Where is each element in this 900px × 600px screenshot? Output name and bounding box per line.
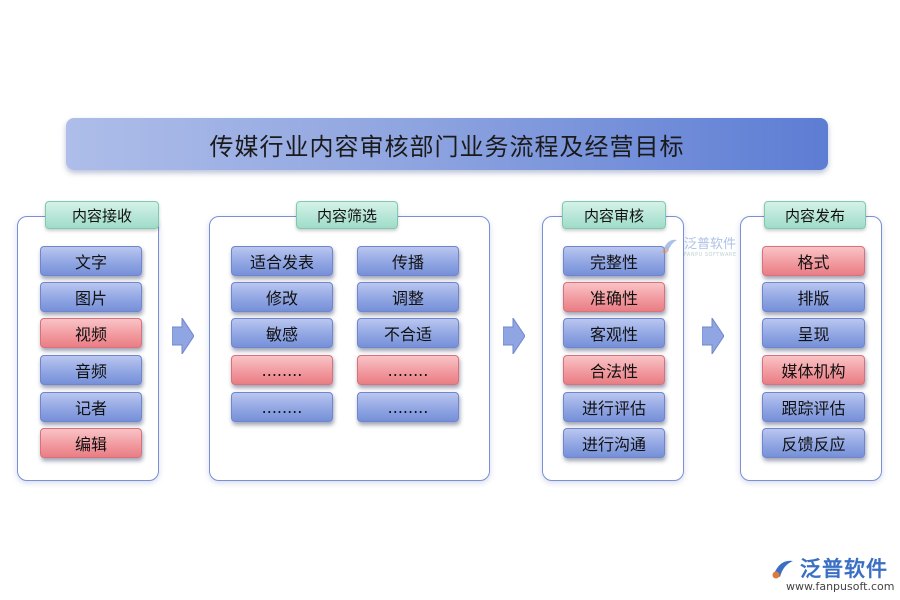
flow-arrow-icon	[702, 318, 724, 354]
diagram-title: 传媒行业内容审核部门业务流程及经营目标	[209, 132, 685, 161]
process-item: 传播	[357, 246, 459, 276]
process-item: 音频	[40, 355, 142, 385]
brand-logo: 泛普软件	[770, 553, 888, 583]
process-item: ........	[231, 392, 333, 422]
process-item: 跟踪评估	[762, 392, 865, 422]
process-item: 适合发表	[231, 246, 333, 276]
process-item: ........	[357, 355, 459, 385]
flow-arrow-icon	[503, 318, 525, 354]
process-item: 客观性	[563, 318, 665, 348]
watermark: 泛普软件 FANPU SOFTWARE	[660, 233, 737, 258]
flow-arrow-icon	[172, 318, 194, 354]
process-item: 记者	[40, 392, 142, 422]
panel-label-content-receive: 内容接收	[45, 201, 159, 229]
process-item: 排版	[762, 282, 865, 312]
brand-name: 泛普软件	[800, 557, 888, 581]
process-item: 不合适	[357, 318, 459, 348]
process-item: ........	[231, 355, 333, 385]
process-item: 反馈反应	[762, 428, 865, 458]
panel-label-content-filter: 内容筛选	[296, 201, 398, 229]
process-item: 准确性	[563, 282, 665, 312]
process-item: 修改	[231, 282, 333, 312]
watermark-subtext: FANPU SOFTWARE	[684, 252, 737, 258]
process-item: 视频	[40, 318, 142, 348]
brand-url: www.fanpusoft.com	[786, 580, 895, 593]
title-bar: 传媒行业内容审核部门业务流程及经营目标	[66, 118, 828, 170]
process-item: 合法性	[563, 355, 665, 385]
fanpu-logo-icon	[772, 560, 793, 579]
process-item: 编辑	[40, 428, 142, 458]
watermark-text: 泛普软件	[684, 237, 737, 252]
fanpu-logo-icon	[662, 239, 677, 253]
process-item: 敏感	[231, 318, 333, 348]
panel-label-content-publish: 内容发布	[764, 201, 866, 229]
process-item: 完整性	[563, 246, 665, 276]
process-item: ........	[357, 392, 459, 422]
process-item: 进行评估	[563, 392, 665, 422]
process-item: 文字	[40, 246, 142, 276]
process-item: 调整	[357, 282, 459, 312]
panel-label-content-review: 内容审核	[562, 201, 666, 229]
process-item: 呈现	[762, 318, 865, 348]
process-item: 图片	[40, 282, 142, 312]
process-item: 进行沟通	[563, 428, 665, 458]
process-item: 格式	[762, 246, 865, 276]
process-item: 媒体机构	[762, 355, 865, 385]
